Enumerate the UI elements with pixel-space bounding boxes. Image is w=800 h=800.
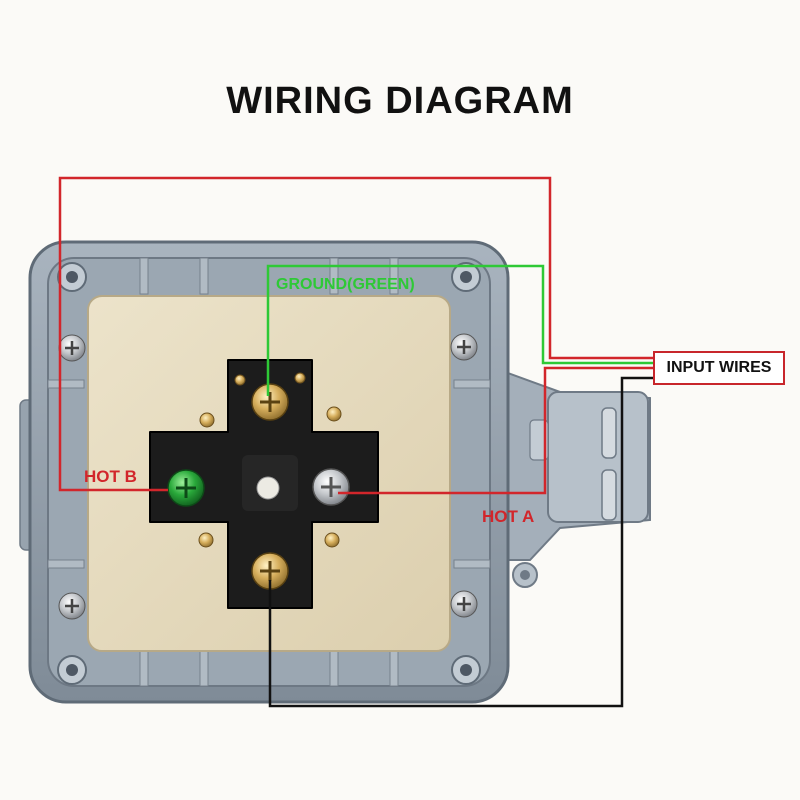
input-wires-label: INPUT WIRES [653,351,785,385]
hot-b-label: HOT B [84,467,137,486]
hot-a-terminal-screw-icon [312,468,350,506]
hot-a-label: HOT A [482,507,535,526]
side-connector [504,370,651,588]
page-title: WIRING DIAGRAM [226,80,574,122]
hot-a-wire [338,366,653,495]
hot-b-terminal-screw-icon [167,469,205,507]
ground-wire [266,264,653,396]
neutral-terminal-screw-icon [251,552,289,590]
ground-label: GROUND(GREEN) [276,276,415,293]
plate-screw-icons [58,333,478,620]
ground-terminal-screw-icon [251,383,289,421]
neutral-wire [268,376,653,708]
hot-b-wire [58,176,653,492]
socket-body [149,359,379,609]
